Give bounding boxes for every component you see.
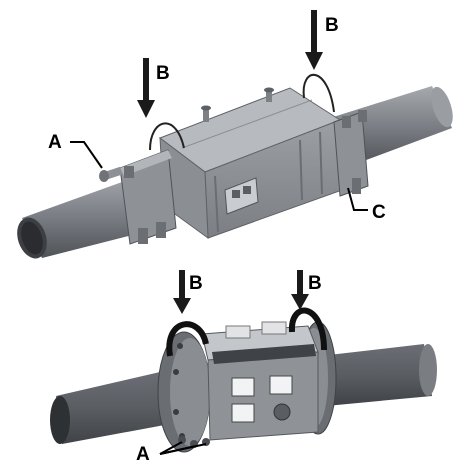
bottom-housing xyxy=(201,321,319,441)
top-clamp-left xyxy=(119,149,177,245)
label-b-top-left: B xyxy=(156,63,170,84)
top-bolt-a xyxy=(99,166,123,182)
label-a-top: A xyxy=(48,132,62,153)
bottom-pipe-left xyxy=(56,372,170,444)
arrow-b-bottom-left xyxy=(173,270,191,314)
bottom-flange-left xyxy=(157,331,211,453)
arrow-b-top-left xyxy=(137,58,155,118)
arrow-b-top-right xyxy=(305,10,323,70)
bottom-assembly xyxy=(50,307,437,453)
top-housing xyxy=(158,87,343,240)
bottom-pipe-right-end xyxy=(419,344,437,396)
bottom-pipe-right xyxy=(320,344,432,406)
label-c: C xyxy=(372,202,386,223)
leader-a-top xyxy=(70,141,103,169)
bottom-handle-right xyxy=(288,307,327,351)
leader-a-bottom xyxy=(159,441,207,455)
top-clamp-right xyxy=(333,110,369,197)
top-assembly xyxy=(17,73,453,259)
label-b-top-right: B xyxy=(325,15,339,36)
top-handle-right xyxy=(302,73,335,113)
bottom-handle-left xyxy=(166,321,209,357)
arrow-b-bottom-right xyxy=(291,270,309,310)
leader-c xyxy=(347,187,368,211)
label-b-bottom-right: B xyxy=(308,273,322,294)
label-a-bottom: A xyxy=(136,444,150,463)
label-b-bottom-left: B xyxy=(189,273,203,294)
bottom-pipe-left-end xyxy=(50,396,70,444)
top-handle-left xyxy=(149,122,185,151)
